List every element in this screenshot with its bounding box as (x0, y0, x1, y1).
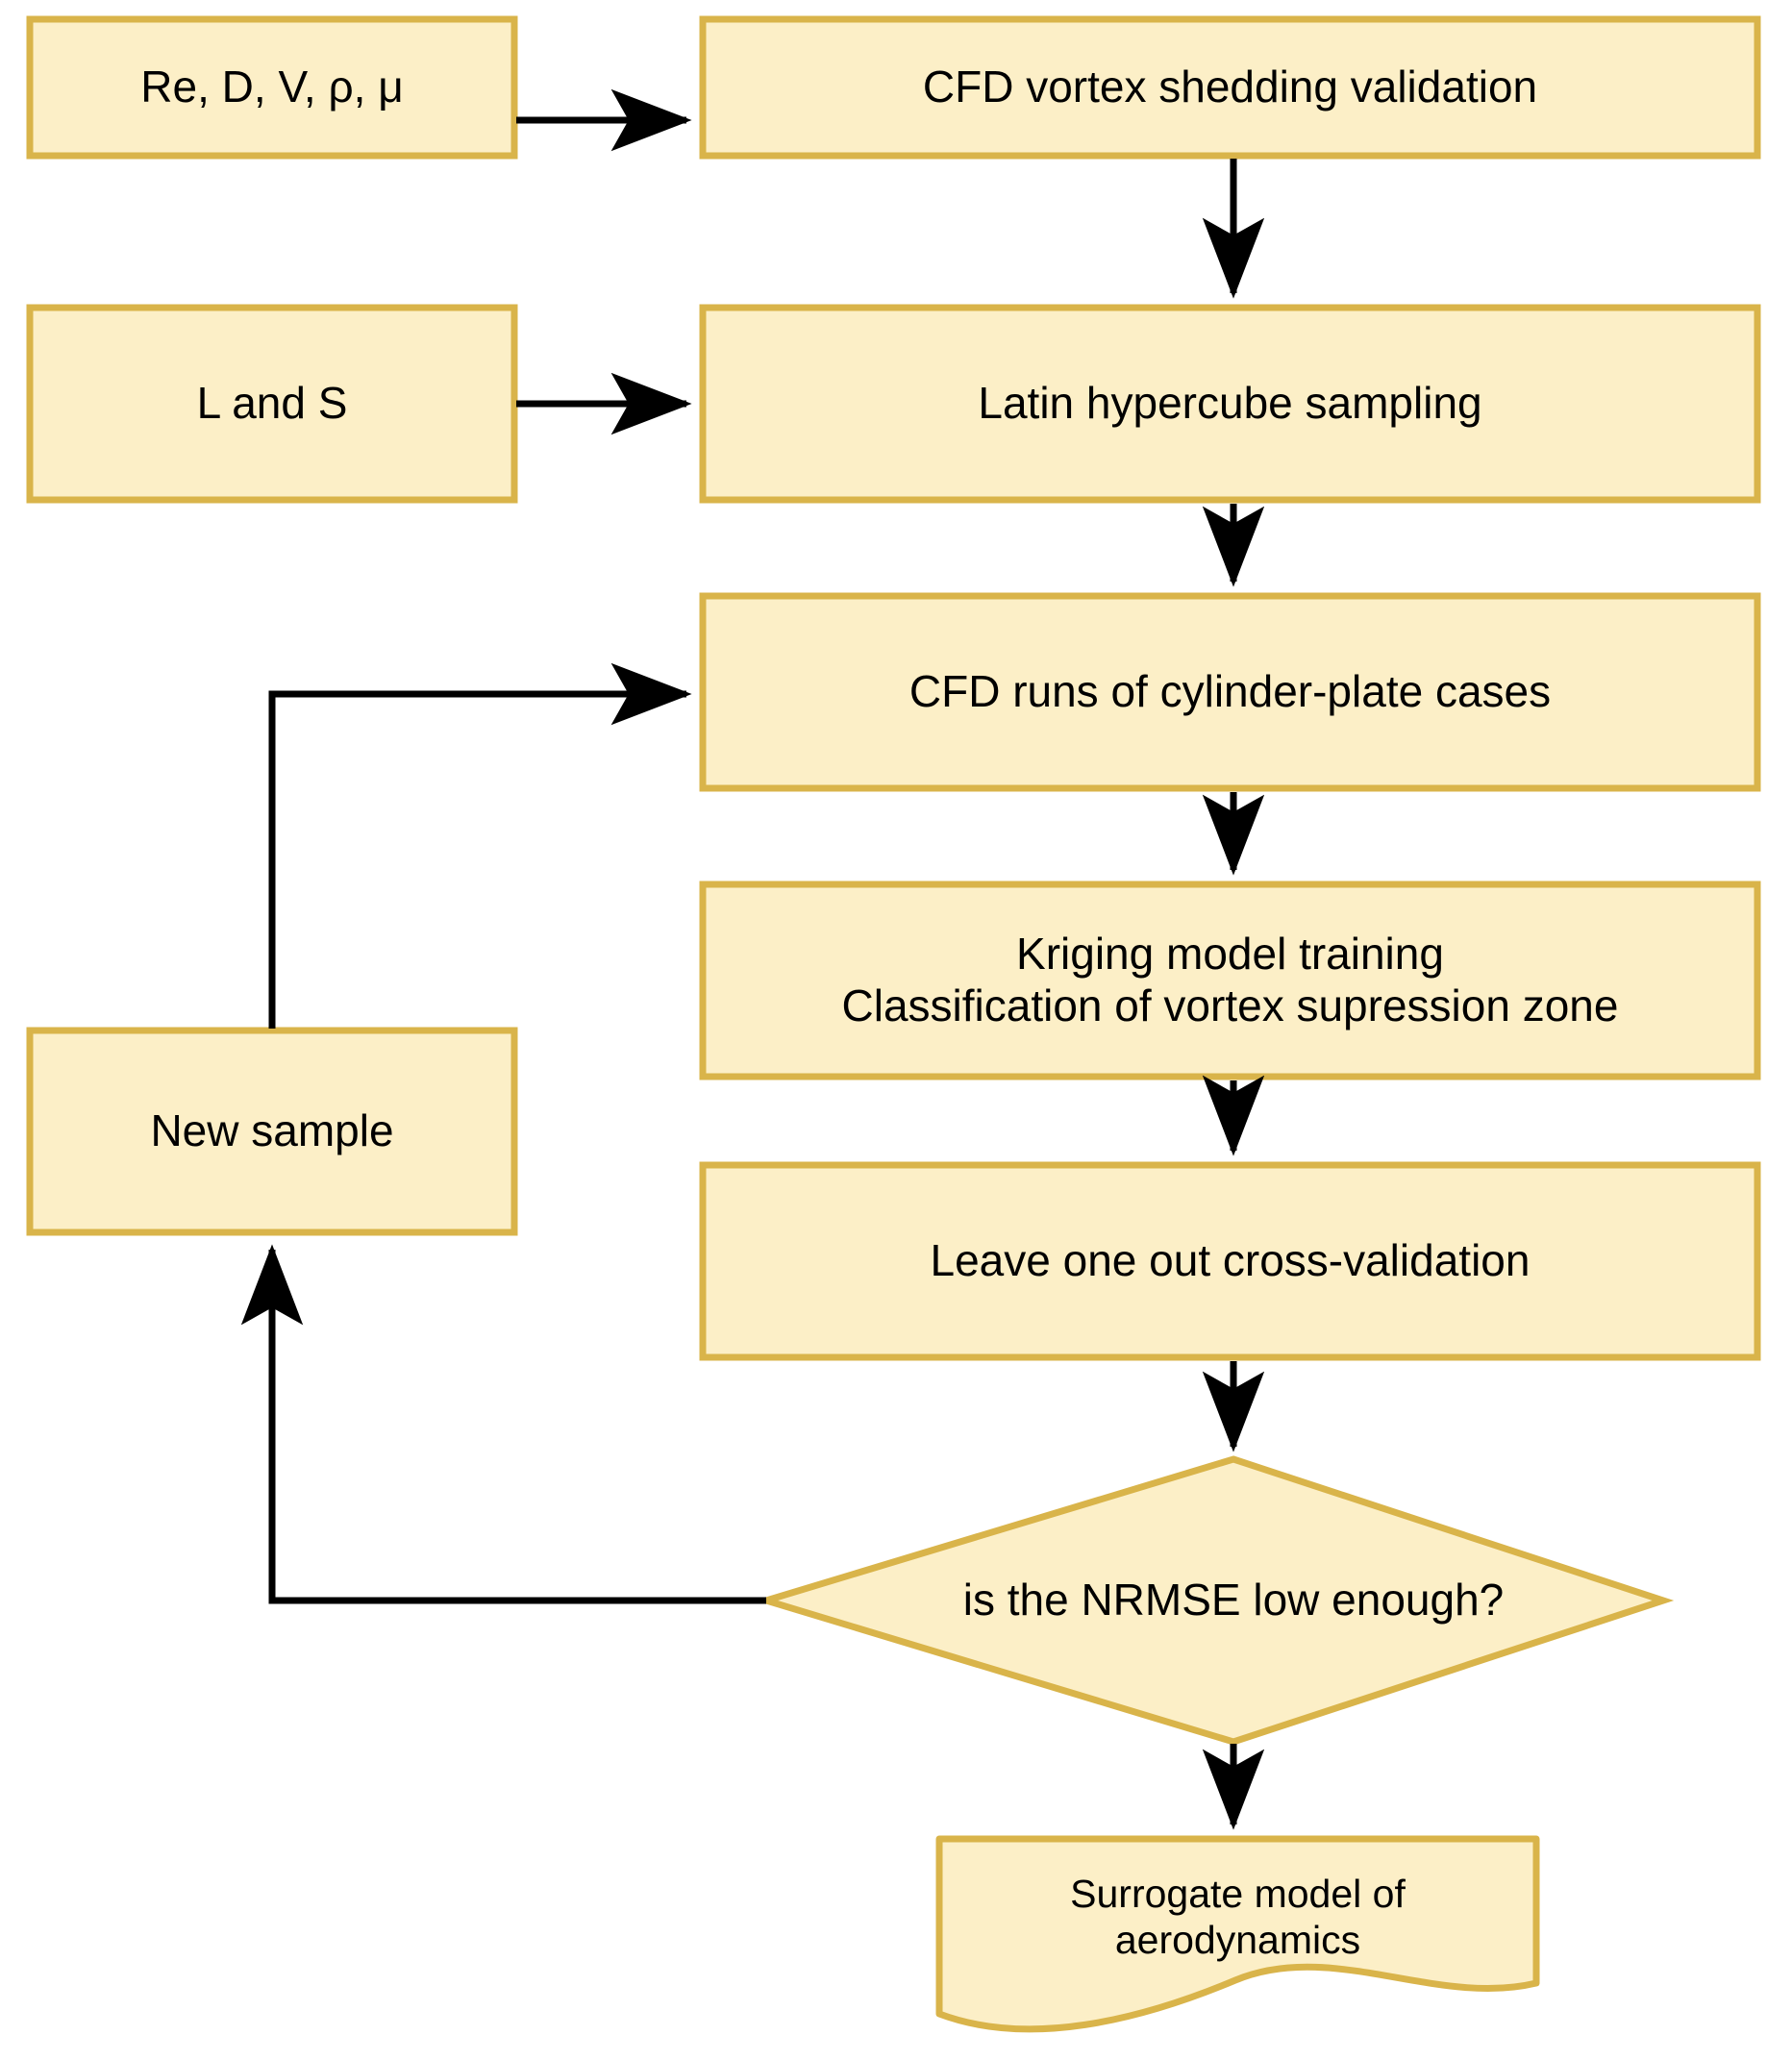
node-surrogate[interactable] (935, 1835, 1540, 2033)
node-kriging[interactable] (699, 881, 1761, 1080)
node-lhs[interactable] (699, 304, 1761, 504)
node-inputs-flow[interactable] (26, 15, 518, 160)
node-loocv[interactable] (699, 1161, 1761, 1361)
node-inputs-geometry[interactable] (26, 304, 518, 504)
node-cfd-runs[interactable] (699, 592, 1761, 792)
node-decision-nrmse[interactable] (754, 1455, 1675, 1746)
node-cfd-validation[interactable] (699, 15, 1761, 160)
edge-decision-to-new-sample (240, 1244, 766, 1604)
node-new-sample[interactable] (26, 1027, 518, 1236)
edge-new-sample-to-cfd-runs (268, 662, 692, 1029)
